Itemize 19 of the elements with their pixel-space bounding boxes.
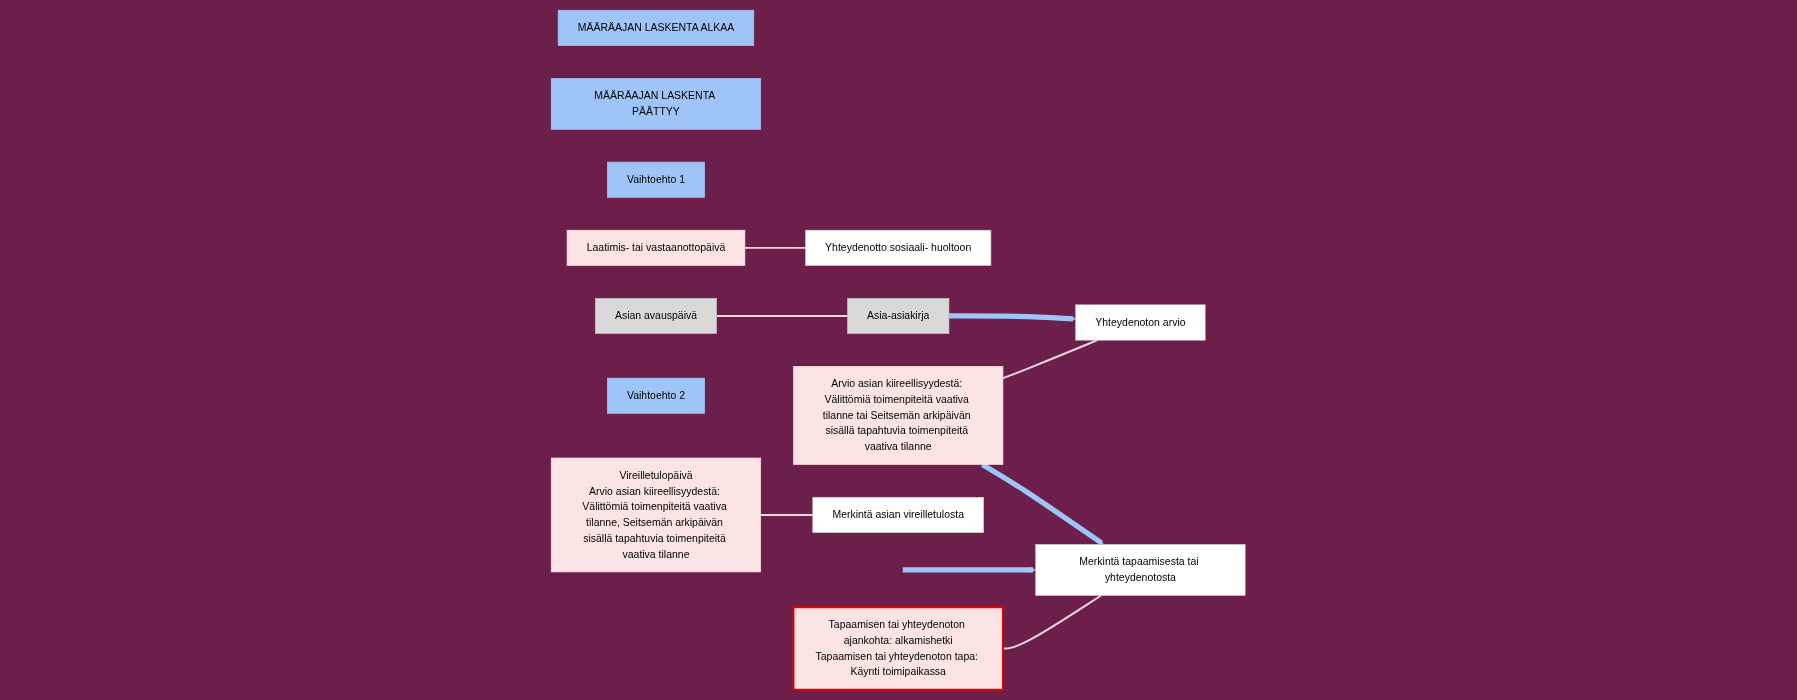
node-box: Laatimis- tai vastaanottopäivä <box>567 229 746 266</box>
node-box: MÄÄRÄAJAN LASKENTA PÄÄTTYY <box>551 78 762 130</box>
arrow <box>949 313 1077 322</box>
connector <box>760 514 815 516</box>
node-box: Tapaamisen tai yhteydenoton ajankohta: alkamishetki Tapaamisen tai yhteydenoton tapa: Käynti toimipaikassa <box>792 606 1005 691</box>
node-box: Yhteydenoton arvio <box>1075 304 1206 341</box>
node-box: Yhteydenotto sosiaali- huoltoon <box>805 229 992 266</box>
connector <box>716 314 849 317</box>
node-box: Merkintä tapaamisesta tai yhteydenotosta <box>1035 544 1246 596</box>
node-box: Asia-asiakirja <box>847 297 950 334</box>
node-box: Arvio asian kiireellisyydestä: Välittömiä toimenpiteitä vaativa tilanne tai Seitsemän arkipäivän sisällä tapahtuvia toimenpiteitä vaativa tilanne <box>793 366 1004 465</box>
node-box: Asian avauspäivä <box>595 297 718 334</box>
node-box: Vireilletulopäivä Arvio asian kiireellisyydestä: Välittömiä toimenpiteitä vaativa tilanne, Seitsemän arkipäivän sisällä tapahtuvia toimenpiteitä vaativa tilanne <box>551 457 762 573</box>
node-box: Vaihtoehto 1 <box>607 161 706 198</box>
node-box: MÄÄRÄAJAN LASKENTA ALKAA <box>558 9 755 46</box>
arrow <box>903 567 1037 573</box>
node-box: Vaihtoehto 2 <box>607 377 706 414</box>
node-box: Merkintä asian vireilletulosta <box>812 496 985 533</box>
connector <box>744 246 807 249</box>
